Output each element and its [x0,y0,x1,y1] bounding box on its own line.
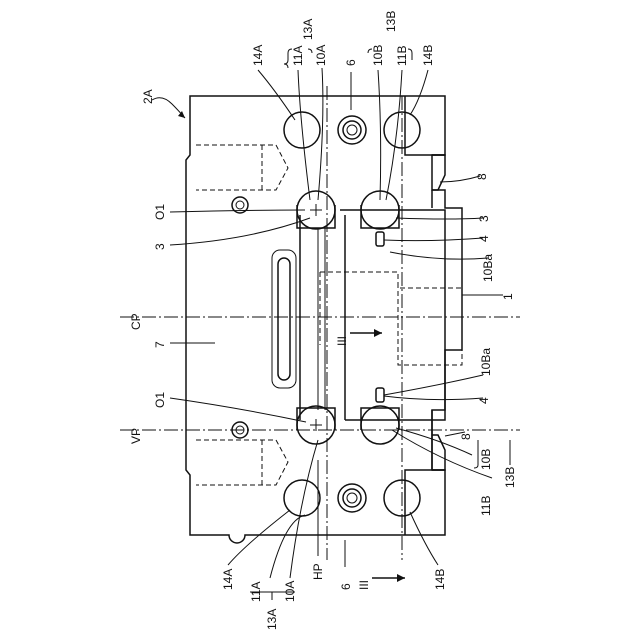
right-rail-step [405,96,445,535]
section-arrow-outer-head [397,574,405,582]
label-14a-bottom: 14A [221,569,235,590]
pin-10b-bottom [361,406,399,444]
center-cavity [300,210,445,420]
label-1: 1 [501,293,515,300]
body-outline [186,96,462,543]
top-hidden-pocket [196,145,288,190]
bolt-6-top-outer [338,116,366,144]
label-iii-inner: III [335,336,349,346]
label-10b-bottom: 10B [479,449,493,470]
label-11b-top: 11B [395,46,409,66]
label-10a-top: 10A [314,45,328,66]
center-hidden-box [320,272,462,365]
pin-recess-top [297,205,399,228]
section-arrow-inner-head [374,329,382,337]
bottom-hidden-pocket [196,440,288,485]
label-13b-bottom: 13B [503,467,517,488]
slot-7-outer [272,250,296,388]
label-3-left: 3 [153,243,167,250]
label-iii-outer: III [357,580,371,590]
label-7: 7 [153,341,167,348]
bolt-6-top-inner [343,121,361,139]
label-13a-bottom: 13A [265,609,279,630]
label-hp: HP [311,563,325,580]
label-6-bottom: 6 [339,583,353,590]
label-13b-top: 13B [384,11,398,32]
label-10a-bottom: 10A [283,581,297,602]
label-14b-top: 14B [421,45,435,66]
label-11a-top: 11A [291,46,305,66]
leader-lines [170,68,503,578]
slot-7 [278,258,290,380]
label-10b-top: 10B [371,45,385,66]
label-11b-bottom: 11B [479,496,493,516]
label-14b-bottom: 14B [433,569,447,590]
bolt-6-top-core [347,125,357,135]
label-3-right: 3 [477,215,491,222]
label-vp: VP [129,428,143,444]
center-mark-o1-bottom [310,419,322,431]
label-13a-top: 13A [301,19,315,40]
key-4-bottom [376,388,384,402]
label-cp: CP [129,313,143,330]
pin-recess-bottom [297,408,399,430]
rail-8-top [432,155,445,190]
label-14a-top: 14A [251,45,265,66]
label-6-top: 6 [344,59,358,66]
center-mark-o1-top [310,204,322,216]
label-o1-top: O1 [153,204,167,220]
label-8-bottom: 8 [459,433,473,440]
label-o1-bottom: O1 [153,392,167,408]
cavity-inner-line [318,228,325,410]
bolt-6-bottom-core [347,493,357,503]
label-8-top: 8 [475,173,489,180]
label-2a: 2A [141,89,155,104]
label-4-bottom: 4 [477,397,491,404]
rail-8-bottom [432,435,445,470]
bolt-6-bottom-inner [343,489,361,507]
screw-left-top-core [236,201,244,209]
label-10ba-bottom: 10Ba [479,348,493,376]
label-11a-bottom: 11A [249,582,263,602]
label-10ba-top: 10Ba [481,254,495,282]
bolt-6-bottom-outer [338,484,366,512]
label-4-top: 4 [477,235,491,242]
key-4-top [376,232,384,246]
